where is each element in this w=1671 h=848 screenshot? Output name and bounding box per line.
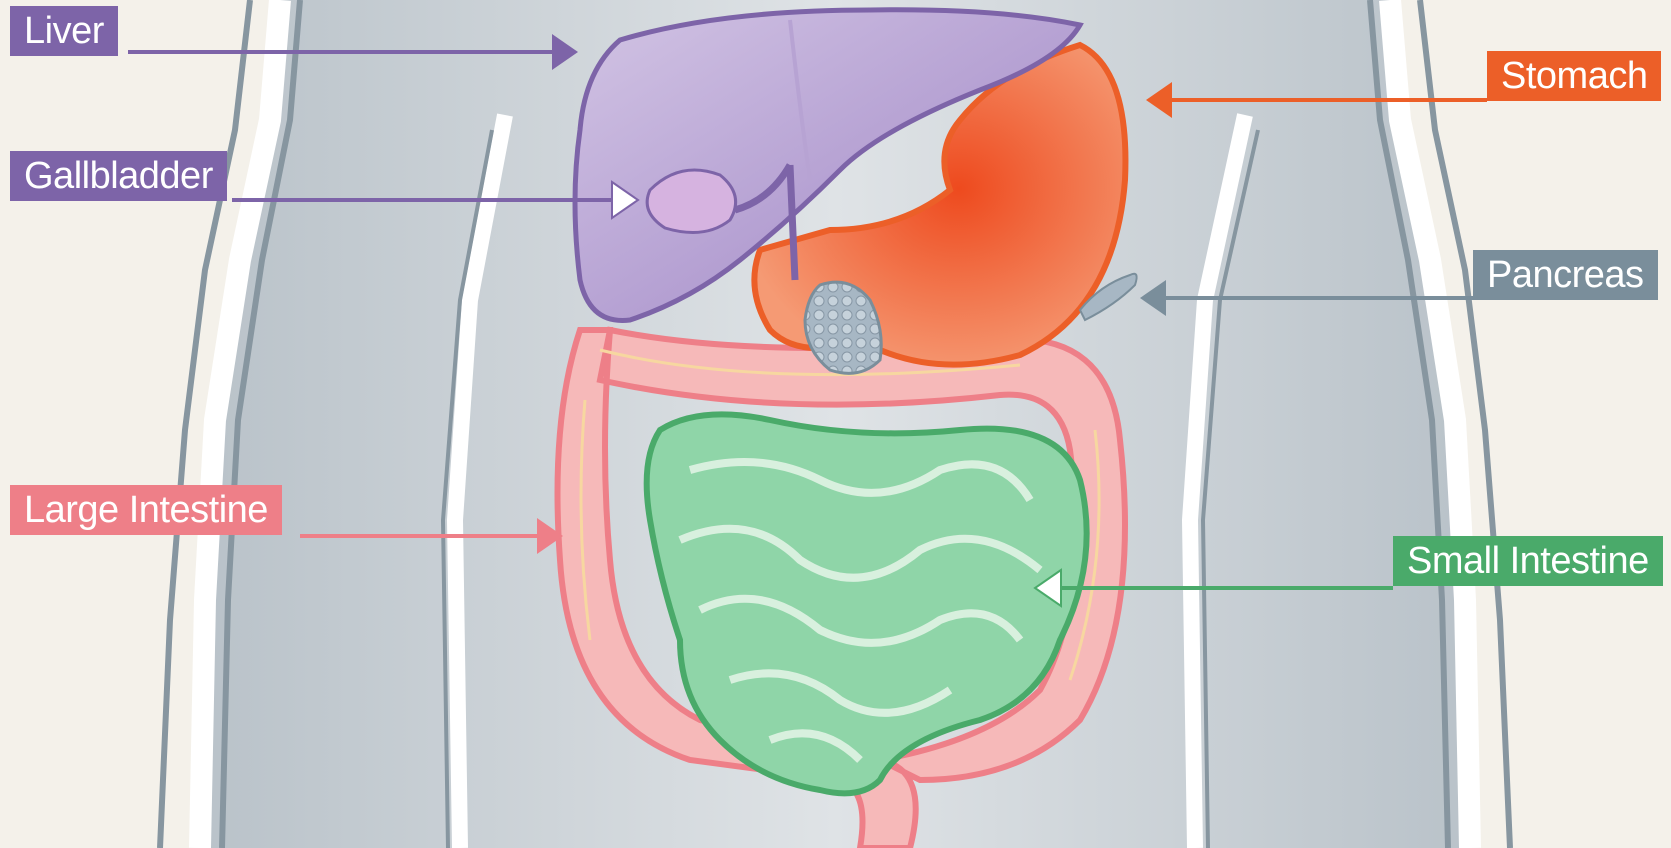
large-intestine-label: Large Intestine (10, 485, 282, 535)
small-intestine-label: Small Intestine (1393, 536, 1663, 586)
liver-label: Liver (10, 6, 118, 56)
gallbladder-label: Gallbladder (10, 151, 227, 201)
pancreas-label: Pancreas (1473, 250, 1658, 300)
stomach-label: Stomach (1487, 51, 1661, 101)
